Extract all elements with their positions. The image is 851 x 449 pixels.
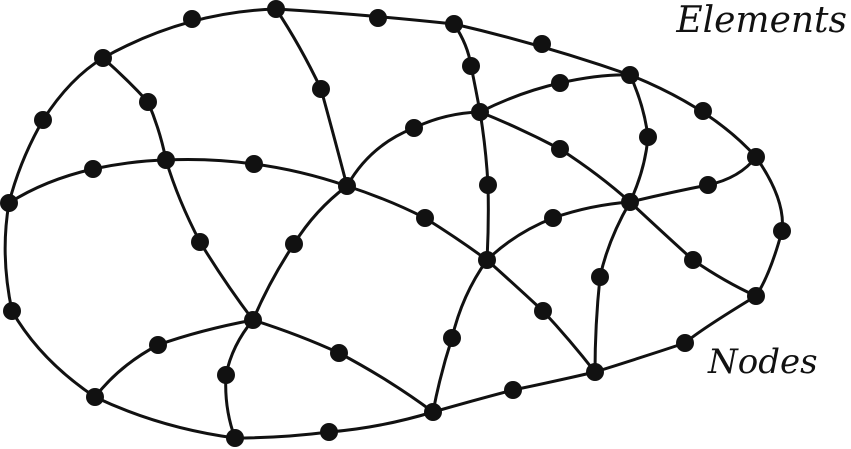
mesh-edge — [274, 7, 349, 188]
mesh-edge — [345, 184, 489, 262]
mesh-node — [3, 302, 21, 320]
mesh-node — [504, 381, 522, 399]
mesh-node — [544, 209, 562, 227]
mesh-node — [747, 287, 765, 305]
mesh-node — [443, 329, 461, 347]
mesh-node — [551, 74, 569, 92]
mesh-node — [139, 93, 157, 111]
mesh-node — [591, 268, 609, 286]
nodes-label: Nodes — [708, 342, 818, 382]
mesh-edge — [628, 200, 758, 298]
mesh-node — [330, 344, 348, 362]
mesh-edge — [478, 110, 632, 204]
mesh-node — [621, 66, 639, 84]
mesh-node — [226, 429, 244, 447]
mesh-node — [86, 388, 104, 406]
mesh-node — [217, 366, 235, 384]
mesh-edge — [101, 56, 255, 322]
mesh-edge — [593, 200, 632, 374]
mesh-node — [34, 111, 52, 129]
mesh-node — [405, 119, 423, 137]
mesh-node — [149, 336, 167, 354]
mesh-node — [424, 403, 442, 421]
mesh-node — [445, 15, 463, 33]
mesh-node — [586, 363, 604, 381]
mesh-node — [694, 102, 712, 120]
mesh-node — [773, 222, 791, 240]
mesh-node — [551, 140, 569, 158]
mesh-node — [471, 103, 489, 121]
mesh-node — [639, 128, 657, 146]
mesh-node — [183, 10, 201, 28]
mesh-node — [676, 334, 694, 352]
elements-label: Elements — [676, 0, 847, 41]
mesh-node — [479, 176, 497, 194]
mesh-node — [621, 193, 639, 211]
mesh-edge — [251, 318, 435, 414]
mesh-node — [157, 151, 175, 169]
mesh-edges — [3, 7, 784, 440]
mesh-node — [338, 177, 356, 195]
mesh-node — [320, 423, 338, 441]
mesh-node — [478, 251, 496, 269]
mesh-node — [94, 49, 112, 67]
mesh-node — [747, 148, 765, 166]
mesh-node — [416, 209, 434, 227]
mesh-node — [369, 9, 387, 27]
mesh-edge — [251, 184, 349, 322]
mesh-node — [533, 35, 551, 53]
mesh-node — [267, 0, 285, 18]
mesh-node — [534, 302, 552, 320]
mesh-nodes — [0, 0, 791, 447]
mesh-node — [699, 176, 717, 194]
mesh-node — [245, 155, 263, 173]
mesh-node — [462, 57, 480, 75]
mesh-node — [285, 235, 303, 253]
mesh-edge — [628, 155, 758, 204]
mesh-node — [684, 251, 702, 269]
mesh-node — [191, 233, 209, 251]
mesh-node — [84, 160, 102, 178]
mesh-node — [244, 311, 262, 329]
mesh-node — [0, 194, 18, 212]
mesh-node — [312, 80, 330, 98]
